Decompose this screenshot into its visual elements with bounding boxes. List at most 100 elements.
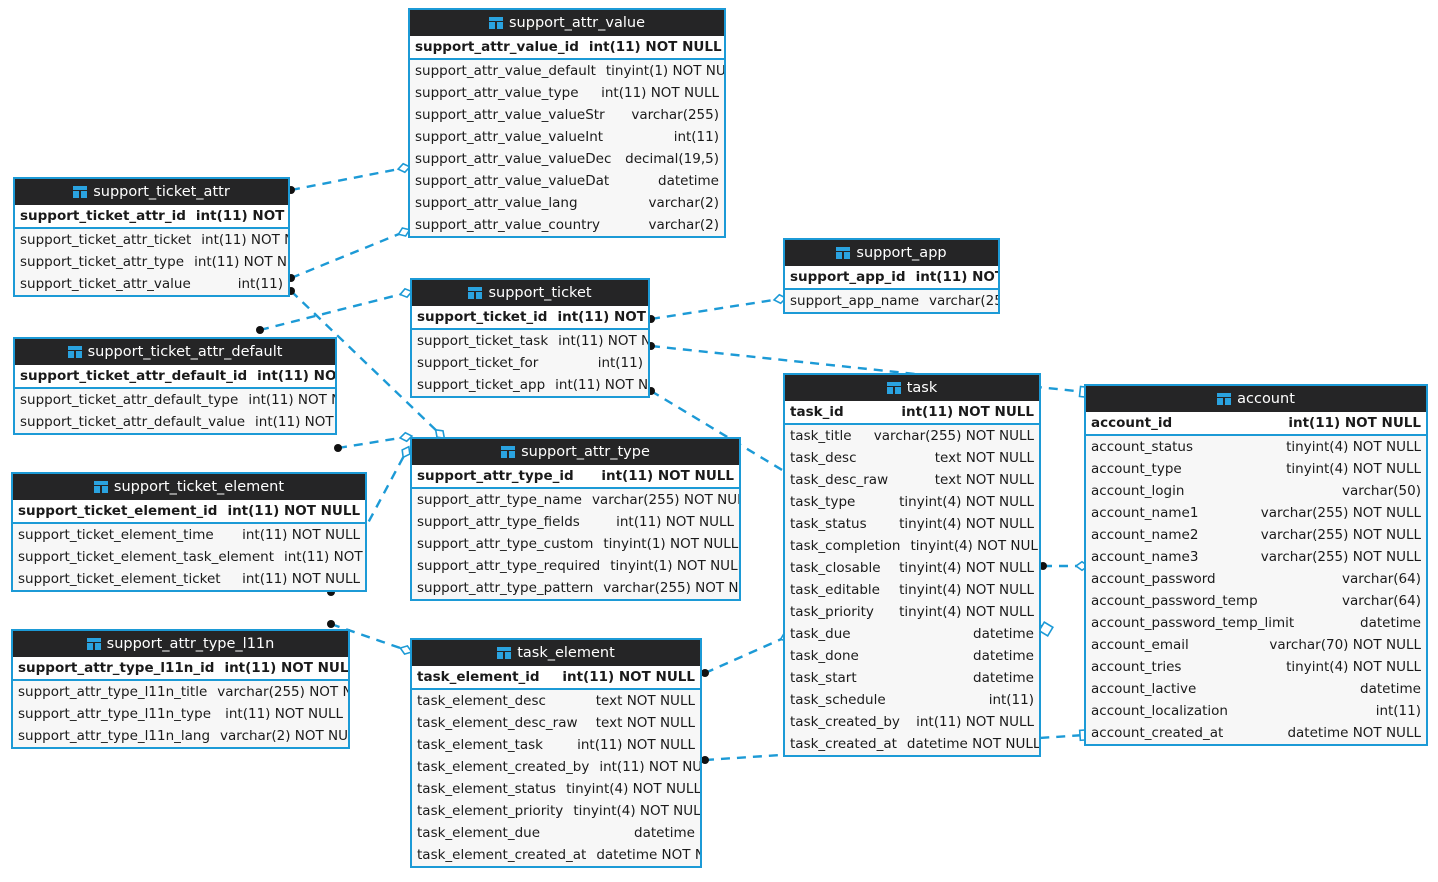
table-header[interactable]: task_element (412, 640, 700, 666)
table-header[interactable]: task (785, 375, 1039, 401)
table-header[interactable]: support_attr_value (410, 10, 724, 36)
table-header[interactable]: support_app (785, 240, 998, 266)
table-header[interactable]: support_ticket_attr_default (15, 339, 335, 365)
column-name: account_email (1091, 637, 1189, 653)
table-header[interactable]: support_attr_type_l11n (13, 631, 348, 657)
table-header[interactable]: support_ticket_attr (15, 179, 288, 205)
column-row[interactable]: account_email varchar(70) NOT NULL (1086, 634, 1426, 656)
column-type: varchar(70) NOT NULL (1269, 637, 1421, 653)
table-header[interactable]: support_ticket (412, 280, 648, 306)
table-header[interactable]: account (1086, 386, 1426, 412)
table-header[interactable]: support_ticket_element (13, 474, 365, 500)
table-header[interactable]: support_attr_type (412, 439, 739, 465)
